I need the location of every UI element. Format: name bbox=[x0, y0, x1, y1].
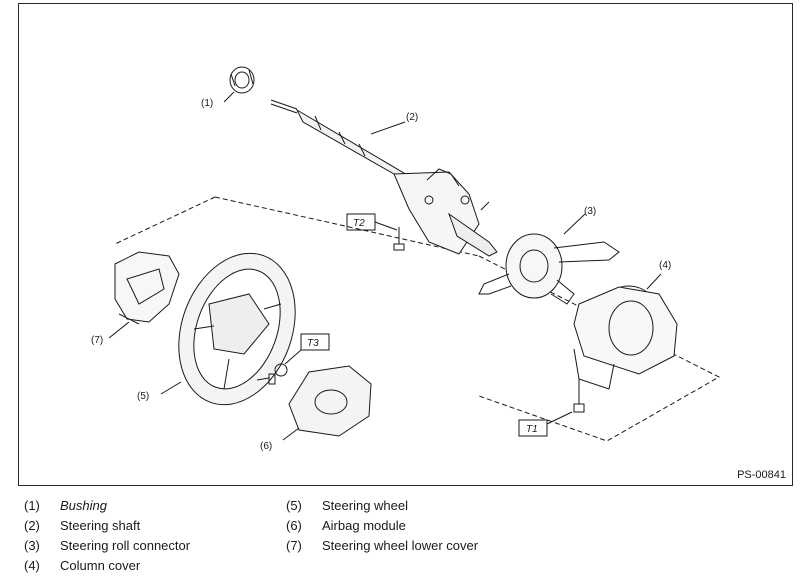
legend-number: (7) bbox=[286, 538, 302, 553]
legend-text: Bushing bbox=[60, 498, 107, 513]
legend-number: (1) bbox=[24, 498, 40, 513]
legend-item-steering-shaft: (2) Steering shaft bbox=[24, 518, 140, 533]
legend-number: (3) bbox=[24, 538, 40, 553]
assembly-outline bbox=[114, 196, 721, 442]
legend-number: (5) bbox=[286, 498, 302, 513]
legend-text: Steering wheel bbox=[322, 498, 408, 513]
legend-number: (6) bbox=[286, 518, 302, 533]
legend-text: Steering wheel lower cover bbox=[322, 538, 479, 553]
exploded-diagram-frame: (1) (2) (3) (4) (5) (6) (7) T2 T3 T1 PS-… bbox=[18, 3, 793, 486]
callout-2: (2) bbox=[406, 112, 418, 123]
steering-wheel-lower-cover-part bbox=[114, 251, 180, 325]
column-cover-part bbox=[573, 285, 678, 413]
airbag-module-part bbox=[288, 365, 372, 437]
steering-roll-connector-part bbox=[478, 233, 620, 305]
callout-3: (3) bbox=[584, 206, 596, 217]
legend-number: (4) bbox=[24, 558, 40, 573]
callout-5: (5) bbox=[137, 391, 149, 402]
t1-bolt bbox=[518, 411, 573, 437]
callout-1: (1) bbox=[201, 98, 213, 109]
callout-7: (7) bbox=[91, 335, 103, 346]
legend-item-airbag-module: (6) Airbag module bbox=[286, 518, 406, 533]
exploded-diagram: (1) (2) (3) (4) (5) (6) (7) T2 T3 T1 bbox=[91, 66, 721, 452]
torque-label-t3: T3 bbox=[307, 338, 319, 349]
legend-text: Steering shaft bbox=[60, 518, 141, 533]
legend-item-steering-roll-connector: (3) Steering roll connector bbox=[24, 538, 190, 553]
legend-text: Column cover bbox=[60, 558, 141, 573]
bushing-part bbox=[229, 66, 255, 94]
torque-label-t2: T2 bbox=[353, 218, 365, 229]
legend-text: Steering roll connector bbox=[60, 538, 191, 553]
legend-text: Airbag module bbox=[322, 518, 406, 533]
t2-bolt bbox=[346, 213, 405, 251]
legend-item-steering-wheel-lower-cover: (7) Steering wheel lower cover bbox=[286, 538, 478, 553]
legend-item-column-cover: (4) Column cover bbox=[24, 558, 140, 573]
torque-label-t1: T1 bbox=[526, 424, 538, 435]
callout-6: (6) bbox=[260, 441, 272, 452]
legend-item-bushing: (1) Bushing bbox=[24, 498, 107, 513]
steering-shaft-part bbox=[270, 99, 498, 257]
t3-nut bbox=[256, 333, 330, 385]
legend-number: (2) bbox=[24, 518, 40, 533]
legend-item-steering-wheel: (5) Steering wheel bbox=[286, 498, 408, 513]
figure-code: PS-00841 bbox=[737, 469, 786, 481]
callout-4: (4) bbox=[659, 260, 671, 271]
steering-wheel-part bbox=[178, 252, 296, 406]
